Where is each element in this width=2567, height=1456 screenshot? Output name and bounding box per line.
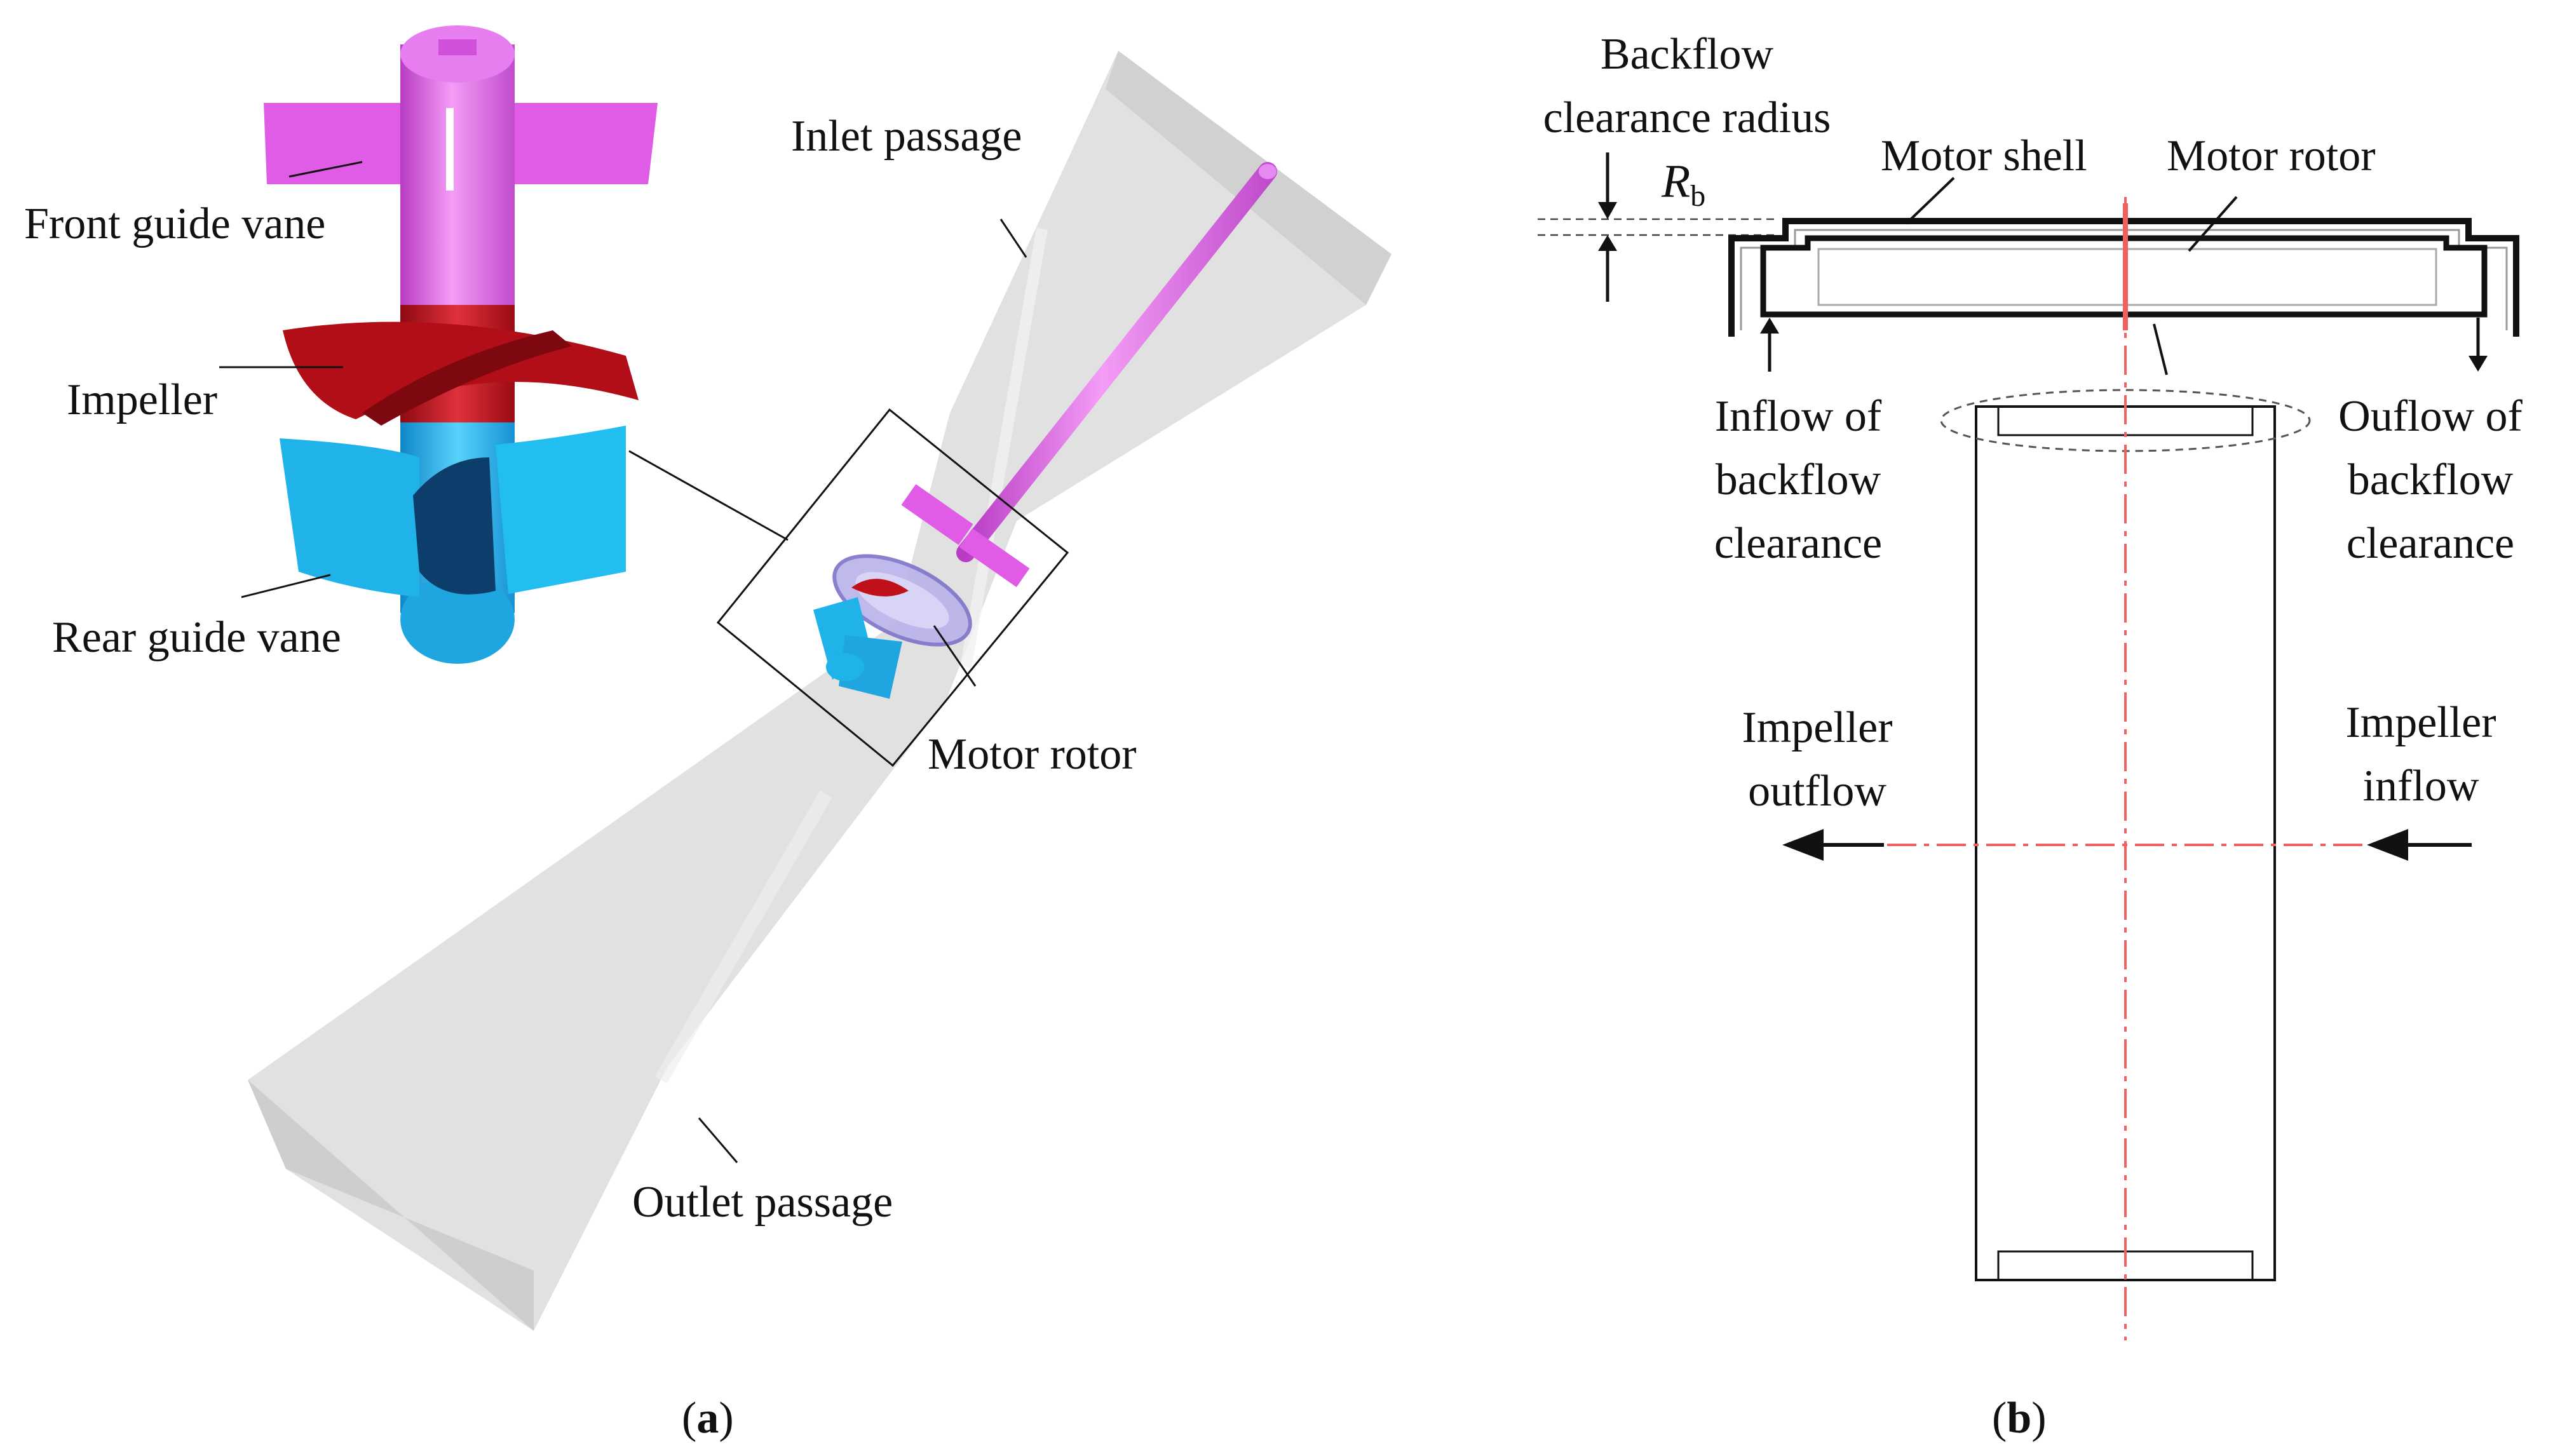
label-outflow-2: backflow [2348,455,2514,504]
label-inlet-passage: Inlet passage [791,112,1022,161]
label-rear-guide-vane: Rear guide vane [52,613,341,662]
rear-guide-vane-blade [280,438,419,597]
label-inflow-3: clearance [1714,519,1882,568]
label-impeller-outflow-2: outflow [1748,767,1886,816]
label-motor-rotor-b: Motor rotor [2167,131,2376,180]
label-impeller-inflow-2: inflow [2363,762,2479,811]
label-front-guide-vane: Front guide vane [24,199,325,248]
label-impeller-outflow-1: Impeller [1742,703,1892,752]
inlet-passage-face [1106,51,1392,305]
label-impeller: Impeller [67,375,217,424]
panel-b: Backflow clearance radius Rb Motor shell… [1538,30,2523,1443]
caption-a: (a) [682,1394,734,1443]
motor-rotor-inner [1760,235,2488,318]
label-rb: Rb [1661,156,1705,213]
label-outflow-3: clearance [2347,519,2514,568]
front-hub [400,44,515,330]
label-inflow-2: backflow [1716,455,1881,504]
label-impeller-inflow-1: Impeller [2345,698,2496,747]
front-guide-vane-small [901,484,973,545]
passage-body [248,51,1392,1331]
outlet-passage-face [248,1080,534,1331]
label-motor-rotor-a: Motor rotor [928,730,1137,779]
panel-a: Front guide vane Impeller Rear guide van… [24,25,1392,1443]
label-inflow-1: Inflow of [1715,392,1882,441]
label-outflow-1: Ouflow of [2338,392,2523,441]
label-backflow-radius-2: clearance radius [1543,93,1831,142]
label-backflow-radius-1: Backflow [1601,30,1774,79]
outlet-passage-shape [248,623,947,1331]
label-outlet-passage: Outlet passage [632,1178,893,1227]
inset-assembly [264,25,658,664]
hub-slot [446,108,454,191]
label-motor-shell: Motor shell [1881,131,2087,180]
shaft [956,162,1277,562]
caption-b: (b) [1992,1394,2047,1443]
zoom-box [716,408,1069,767]
